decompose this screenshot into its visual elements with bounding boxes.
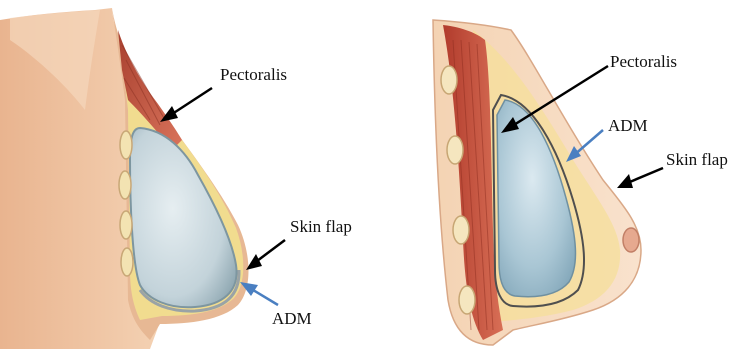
nipple [623,228,639,252]
pectoralis-arrow [160,88,212,122]
label-skin-flap-left: Skin flap [290,217,352,236]
label-pectoralis-left: Pectoralis [220,65,287,84]
left-illustration-panel: Pectoralis Skin flap ADM [0,0,372,349]
implant-left [130,128,237,307]
right-illustration-panel: Pectoralis ADM Skin flap [373,0,745,349]
skin-flap-arrow [246,240,285,270]
label-adm-right: ADM [608,116,648,135]
adm-arrow [240,282,278,305]
skin-flap-arrow-right [617,168,663,188]
label-pectoralis-right: Pectoralis [610,52,677,71]
label-adm-left: ADM [272,309,312,328]
label-skin-flap-right: Skin flap [666,150,728,169]
left-breast-cross-section: Pectoralis Skin flap ADM [0,0,372,349]
right-breast-cross-section: Pectoralis ADM Skin flap [373,0,745,349]
